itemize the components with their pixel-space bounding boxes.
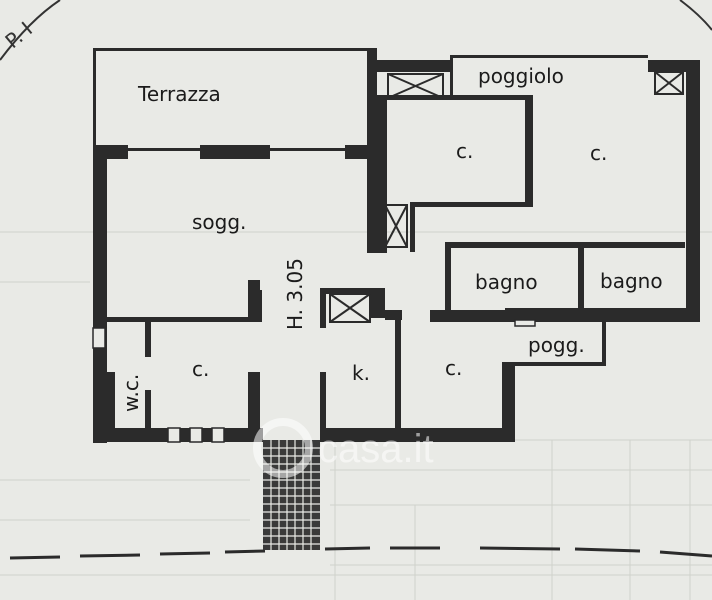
label-kitchen: k.: [352, 361, 370, 385]
label-poggiolo-small: pogg.: [528, 333, 585, 357]
walls: [93, 48, 700, 443]
shaft-icon: [329, 71, 684, 323]
label-camera-4: c.: [445, 356, 462, 380]
label-soggiorno: sogg.: [192, 210, 246, 234]
watermark-logo-icon: [253, 418, 313, 478]
boundary-line: [9, 546, 712, 560]
label-bagno-2: bagno: [600, 269, 663, 293]
windows: [92, 319, 536, 443]
label-poggiolo: poggiolo: [478, 64, 564, 88]
watermark: casa.it: [253, 418, 434, 478]
label-terrazza: Terrazza: [137, 82, 221, 106]
label-height: H. 3.05: [283, 258, 307, 330]
watermark-text: casa.it: [318, 427, 434, 471]
label-camera-1: c.: [456, 139, 473, 163]
corner-arc-left: [0, 0, 61, 61]
label-wc: w.c.: [119, 374, 143, 412]
background-grid: [0, 231, 712, 600]
label-bagno-1: bagno: [475, 270, 538, 294]
label-camera-2: c.: [590, 141, 607, 165]
corner-arc-right: [679, 0, 712, 31]
label-camera-3: c.: [192, 357, 209, 381]
